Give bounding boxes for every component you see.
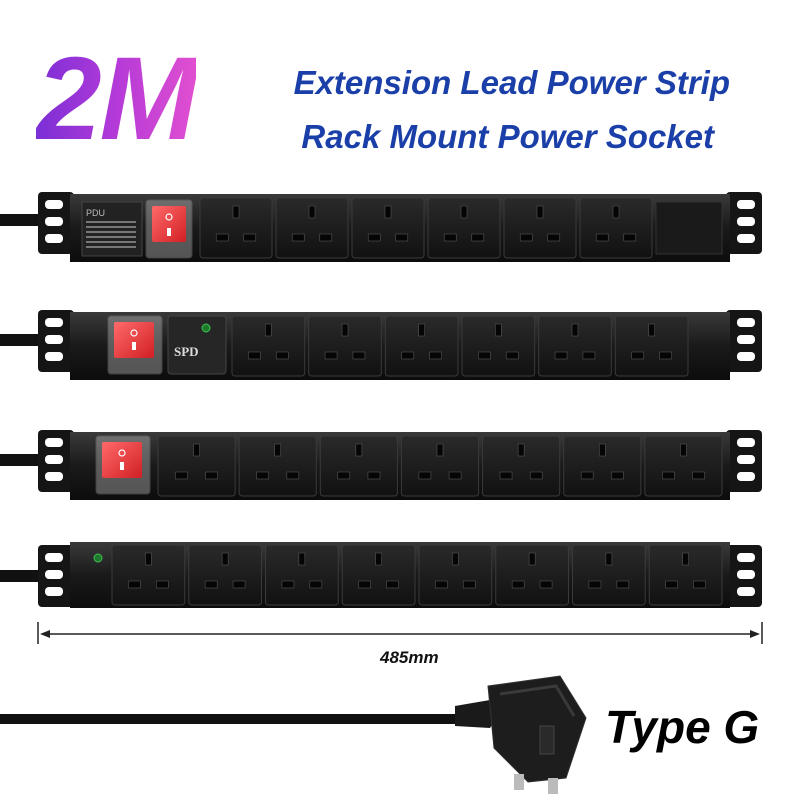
- uk-socket-icon: [341, 544, 416, 606]
- plug-body-icon: [487, 675, 587, 783]
- uk-socket-icon: [538, 315, 612, 377]
- uk-socket-icon: [308, 315, 382, 377]
- uk-socket-icon: [275, 197, 349, 259]
- uk-socket-icon: [427, 197, 501, 259]
- uk-socket-icon: [482, 435, 561, 497]
- uk-socket-icon: [231, 315, 306, 377]
- uk-socket-icon: [384, 315, 459, 377]
- uk-socket-icon: [495, 544, 569, 606]
- uk-socket-icon: [188, 544, 262, 606]
- uk-socket-icon: [572, 544, 646, 606]
- power-cable: [0, 714, 470, 724]
- indicator-light-icon: [201, 323, 211, 333]
- uk-socket-icon: [563, 435, 642, 497]
- uk-socket-icon: [265, 544, 339, 606]
- uk-socket-icon: [157, 435, 236, 497]
- headline-line2: Rack Mount Power Socket: [301, 118, 714, 155]
- plug-pin-icon: [514, 774, 524, 790]
- indicator-light-icon: [93, 553, 103, 563]
- uk-socket-icon: [644, 435, 723, 497]
- type-g-plug: [0, 675, 587, 794]
- blank-panel: [655, 201, 723, 255]
- uk-socket-icon: [199, 197, 273, 259]
- red-rocker-switch-2[interactable]: [114, 322, 154, 358]
- spd-module: [167, 315, 227, 375]
- sockets-layer: [111, 197, 723, 606]
- uk-socket-icon: [418, 544, 493, 606]
- cable-2: [0, 334, 42, 346]
- uk-socket-icon: [648, 544, 723, 606]
- plug-type-label: Type G: [605, 701, 760, 753]
- cable-3: [0, 454, 42, 466]
- uk-socket-icon: [319, 435, 398, 497]
- headline-line1: Extension Lead Power Strip: [293, 64, 730, 101]
- cable-1: [0, 214, 42, 226]
- spd-label: SPD: [174, 344, 199, 359]
- uk-socket-icon: [461, 315, 536, 377]
- dimension-label: 485mm: [380, 648, 439, 667]
- uk-socket-icon: [503, 197, 577, 259]
- uk-socket-icon: [614, 315, 689, 377]
- uk-socket-icon: [111, 544, 186, 606]
- uk-socket-icon: [238, 435, 317, 497]
- uk-socket-icon: [579, 197, 653, 259]
- uk-socket-icon: [351, 197, 425, 259]
- uk-socket-icon: [400, 435, 480, 497]
- red-rocker-switch-3[interactable]: [102, 442, 142, 478]
- plug-pin-icon: [548, 778, 558, 794]
- pdu-label: PDU: [86, 208, 105, 218]
- dimension-line: [37, 622, 763, 644]
- title-2m: 2M: [36, 33, 198, 165]
- cable-4: [0, 570, 42, 582]
- red-rocker-switch-1[interactable]: [152, 206, 186, 242]
